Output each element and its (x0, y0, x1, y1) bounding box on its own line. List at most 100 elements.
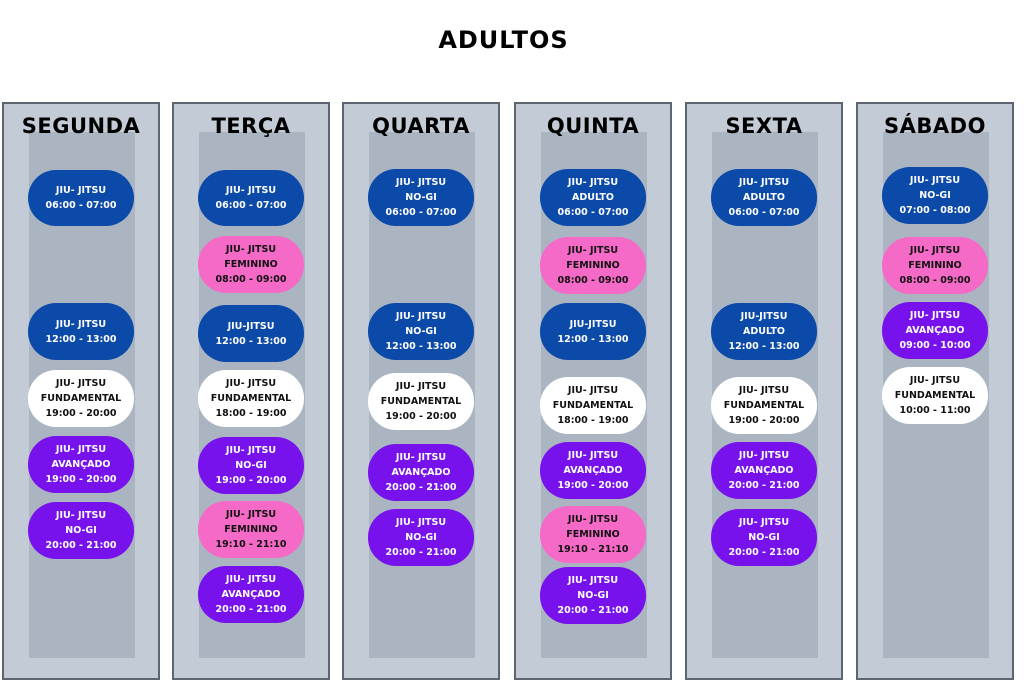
class-name: JIU- JITSU (395, 177, 447, 188)
class-pill: JIU- JITSU FEMININO 19:10 - 21:10 (198, 501, 304, 558)
class-level: AVANÇADO (734, 465, 794, 476)
class-pill: JIU- JITSU NO-GI 20:00 - 21:00 (711, 509, 817, 566)
class-pill: JIU- JITSU NO-GI 20:00 - 21:00 (28, 502, 134, 559)
day-column-terca: TERÇA JIU- JITSU 06:00 - 07:00 JIU- JITS… (172, 102, 330, 680)
class-pill: JIU- JITSU AVANÇADO 20:00 - 21:00 (368, 444, 474, 501)
class-level: ADULTO (572, 192, 614, 203)
class-name: JIU- JITSU (567, 245, 619, 256)
class-level: FUNDAMENTAL (723, 400, 805, 411)
day-heading: QUARTA (372, 114, 470, 138)
class-pill: JIU-JITSU ADULTO 12:00 - 13:00 (711, 303, 817, 360)
class-level: FUNDAMENTAL (210, 393, 292, 404)
class-name: JIU- JITSU (395, 311, 447, 322)
class-time: 07:00 - 08:00 (899, 205, 971, 216)
class-level: FUNDAMENTAL (894, 390, 976, 401)
class-pill: JIU- JITSU FUNDAMENTAL 19:00 - 20:00 (368, 373, 474, 430)
class-time: 20:00 - 21:00 (385, 482, 457, 493)
class-time: 08:00 - 09:00 (899, 275, 971, 286)
class-level: NO-GI (405, 326, 437, 337)
class-time: 19:00 - 20:00 (45, 474, 117, 485)
class-name: JIU- JITSU (225, 445, 277, 456)
class-pill: JIU- JITSU NO-GI 06:00 - 07:00 (368, 169, 474, 226)
day-heading: QUINTA (546, 114, 640, 138)
class-time: 18:00 - 19:00 (557, 415, 629, 426)
class-level: FUNDAMENTAL (40, 393, 122, 404)
class-pill: JIU- JITSU 12:00 - 13:00 (28, 303, 134, 360)
class-pill: JIU-JITSU 12:00 - 13:00 (198, 305, 304, 362)
class-name: JIU- JITSU (395, 517, 447, 528)
class-pill: JIU- JITSU FEMININO 08:00 - 09:00 (540, 237, 646, 294)
class-name: JIU- JITSU (55, 444, 107, 455)
class-time: 09:00 - 10:00 (899, 340, 971, 351)
class-name: JIU- JITSU (567, 514, 619, 525)
class-name: JIU-JITSU (227, 320, 275, 332)
class-pill: JIU- JITSU NO-GI 20:00 - 21:00 (368, 509, 474, 566)
class-time: 06:00 - 07:00 (557, 207, 629, 218)
class-name: JIU- JITSU (738, 517, 790, 528)
class-level: FEMININO (566, 260, 620, 271)
class-name: JIU- JITSU (55, 318, 107, 330)
class-level: AVANÇADO (905, 325, 965, 336)
class-level: NO-GI (748, 532, 780, 543)
class-time: 10:00 - 11:00 (899, 405, 971, 416)
class-level: FUNDAMENTAL (552, 400, 634, 411)
class-time: 20:00 - 21:00 (385, 547, 457, 558)
class-pill: JIU- JITSU AVANÇADO 20:00 - 21:00 (198, 566, 304, 623)
class-name: JIU- JITSU (738, 385, 790, 396)
class-pill: JIU- JITSU NO-GI 07:00 - 08:00 (882, 167, 988, 224)
class-pill: JIU- JITSU AVANÇADO 20:00 - 21:00 (711, 442, 817, 499)
class-name: JIU- JITSU (567, 450, 619, 461)
day-column-segunda: SEGUNDA JIU- JITSU 06:00 - 07:00 JIU- JI… (2, 102, 160, 680)
class-time: 19:00 - 20:00 (385, 411, 457, 422)
class-name: JIU- JITSU (738, 450, 790, 461)
class-pill: JIU- JITSU AVANÇADO 19:00 - 20:00 (540, 442, 646, 499)
class-name: JIU- JITSU (909, 310, 961, 321)
class-pill: JIU- JITSU 06:00 - 07:00 (198, 170, 304, 226)
class-name: JIU- JITSU (55, 510, 107, 521)
class-name: JIU- JITSU (55, 378, 107, 389)
class-name: JIU- JITSU (225, 574, 277, 585)
class-level: ADULTO (743, 326, 785, 337)
class-name: JIU-JITSU (740, 311, 788, 322)
day-column-quarta: QUARTA JIU- JITSU NO-GI 06:00 - 07:00 JI… (342, 102, 500, 680)
class-pill: JIU- JITSU FUNDAMENTAL 18:00 - 19:00 (540, 377, 646, 434)
class-level: AVANÇADO (563, 465, 623, 476)
class-name: JIU- JITSU (567, 177, 619, 188)
class-name: JIU- JITSU (567, 575, 619, 586)
class-pill: JIU- JITSU NO-GI 12:00 - 13:00 (368, 303, 474, 360)
class-time: 20:00 - 21:00 (728, 547, 800, 558)
day-column-quinta: QUINTA JIU- JITSU ADULTO 06:00 - 07:00 J… (514, 102, 672, 680)
class-time: 20:00 - 21:00 (215, 604, 287, 615)
day-heading: SEXTA (725, 114, 803, 138)
class-pill: JIU- JITSU FUNDAMENTAL 18:00 - 19:00 (198, 370, 304, 427)
class-name: JIU- JITSU (567, 385, 619, 396)
class-time: 06:00 - 07:00 (45, 200, 117, 211)
class-pill: JIU- JITSU ADULTO 06:00 - 07:00 (711, 169, 817, 226)
class-name: JIU- JITSU (395, 452, 447, 463)
class-time: 19:00 - 20:00 (728, 415, 800, 426)
class-level: FUNDAMENTAL (380, 396, 462, 407)
class-time: 06:00 - 07:00 (215, 200, 287, 211)
class-name: JIU- JITSU (225, 378, 277, 389)
class-name: JIU- JITSU (225, 509, 277, 520)
class-time: 06:00 - 07:00 (385, 207, 457, 218)
class-level: NO-GI (577, 590, 609, 601)
class-time: 19:00 - 20:00 (215, 475, 287, 486)
page-title: ADULTOS (438, 26, 569, 54)
class-pill: JIU- JITSU FUNDAMENTAL 10:00 - 11:00 (882, 367, 988, 424)
class-pill: JIU- JITSU AVANÇADO 19:00 - 20:00 (28, 436, 134, 493)
class-time: 06:00 - 07:00 (728, 207, 800, 218)
class-time: 19:10 - 21:10 (557, 544, 629, 555)
class-level: NO-GI (919, 190, 951, 201)
class-name: JIU- JITSU (225, 185, 277, 196)
class-level: NO-GI (65, 525, 97, 536)
class-name: JIU- JITSU (395, 381, 447, 392)
class-name: JIU- JITSU (909, 175, 961, 186)
day-heading: SÁBADO (884, 114, 986, 138)
class-time: 08:00 - 09:00 (557, 275, 629, 286)
class-time: 19:00 - 20:00 (45, 408, 117, 419)
class-pill: JIU- JITSU FEMININO 08:00 - 09:00 (882, 237, 988, 294)
class-name: JIU- JITSU (909, 375, 961, 386)
class-pill: JIU- JITSU ADULTO 06:00 - 07:00 (540, 169, 646, 226)
class-level: NO-GI (405, 532, 437, 543)
